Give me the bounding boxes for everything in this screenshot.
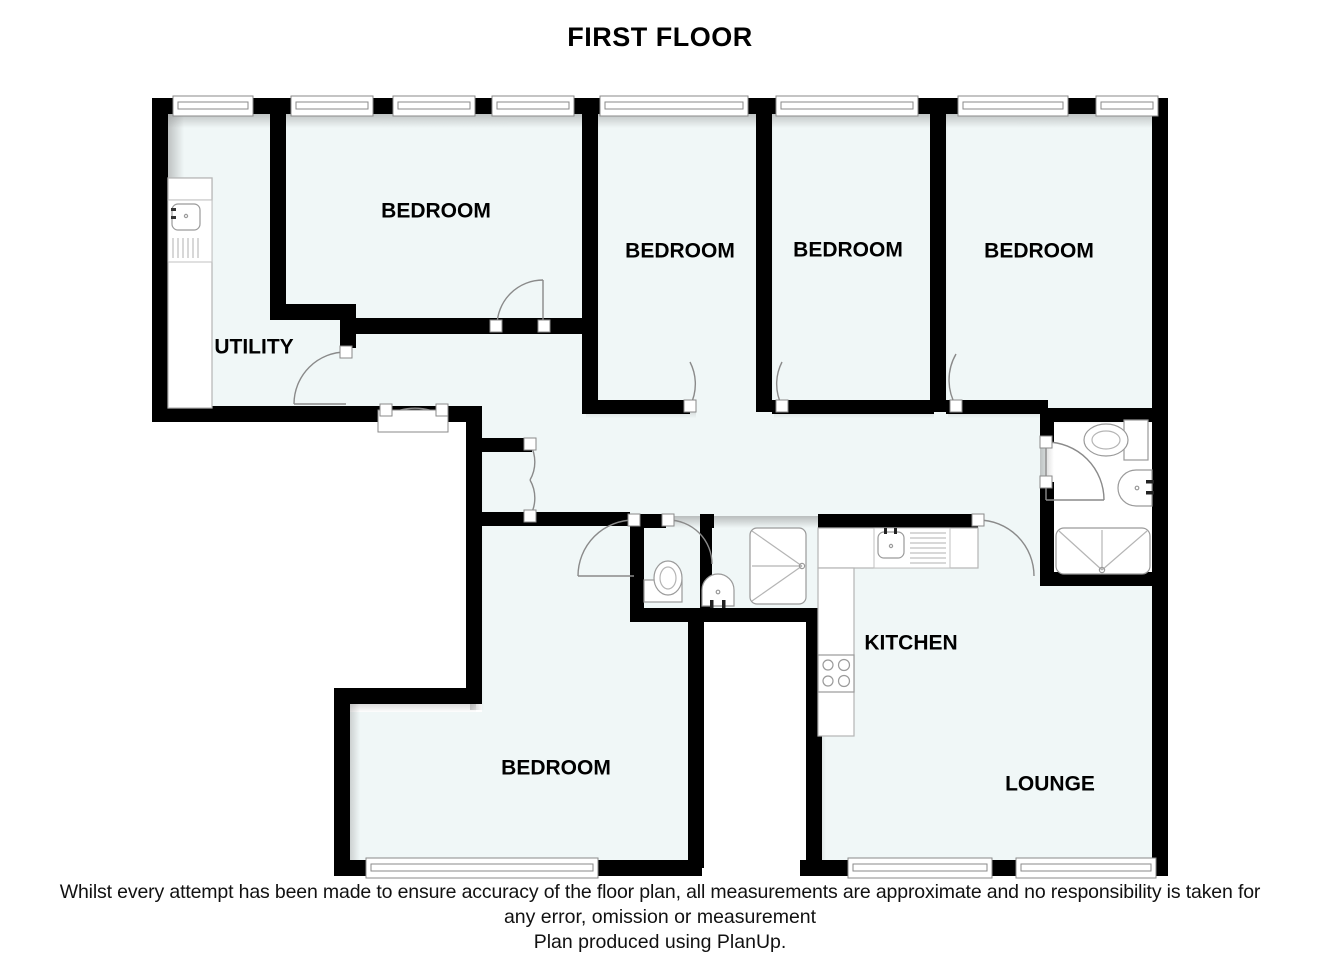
void-stair-shaft [700, 618, 815, 876]
wall-exterior-right [1152, 98, 1168, 876]
wall-exterior-lower-left [334, 688, 350, 876]
bathroom-basin [1117, 469, 1154, 507]
room-fills [168, 112, 1152, 868]
disclaimer-line-1: Whilst every attempt has been made to en… [59, 881, 1261, 903]
door-bathroom [1039, 435, 1105, 501]
door-utility [293, 345, 353, 405]
bathroom-toilet [1083, 419, 1149, 461]
room-label-bedroom-top-4: BEDROOM [984, 240, 1094, 263]
page-title: FIRST FLOOR [567, 22, 753, 52]
wall-bedroom3-bedroom4 [930, 106, 946, 412]
wc-shower [749, 527, 807, 605]
kitchen-counter-left [817, 567, 855, 737]
void-left-outside [150, 420, 482, 712]
window [599, 95, 749, 117]
room-label-lounge: LOUNGE [1005, 773, 1095, 796]
wall-bathroom-left-lower [1040, 482, 1054, 586]
kitchen-sink [873, 527, 951, 569]
room-label-bedroom-top-1: BEDROOM [381, 200, 491, 223]
wall-utility-bedroom-vertical [270, 106, 286, 316]
door-bedroom-top-4 [948, 353, 963, 413]
wc-toilet [643, 560, 683, 603]
fixtures [167, 177, 1154, 737]
room-label-utility: UTILITY [214, 336, 293, 359]
window [172, 95, 254, 117]
windows-top [172, 95, 1159, 117]
window [1015, 857, 1157, 879]
window [1095, 95, 1159, 117]
wall-bedroom2-bottom-left [582, 400, 690, 414]
wall-bathroom-top [1040, 408, 1160, 422]
window [392, 95, 476, 117]
bathroom-bathtub [1055, 527, 1151, 575]
window [290, 95, 374, 117]
windows-bottom [365, 857, 1157, 879]
room-label-bedroom-top-2: BEDROOM [625, 240, 735, 263]
window [847, 857, 993, 879]
window [365, 857, 599, 879]
door-kitchen [971, 513, 1035, 577]
wall-bedroom2-bedroom3 [756, 106, 772, 412]
room-labels: BEDROOM UTILITY BEDROOM BEDROOM BEDROOM … [214, 200, 1095, 796]
window [957, 95, 1069, 117]
door-bedroom-top-2 [683, 361, 697, 413]
window [775, 95, 919, 117]
wall-bedroom3-bottom-left [772, 400, 934, 414]
disclaimer-footer: Whilst every attempt has been made to en… [0, 880, 1320, 955]
wall-utility-top-horizontal [270, 304, 356, 320]
wall-step-vertical [466, 408, 482, 704]
door-hall-cupboard [523, 437, 537, 523]
door-bedroom-bottom [577, 513, 641, 577]
wall-bathroom-left-upper [1040, 408, 1054, 442]
utility-sink [167, 199, 213, 263]
wall-cupboard-top [480, 438, 532, 452]
wall-bedroom4-bottom [946, 400, 1048, 414]
void-areas [150, 420, 815, 876]
door-bedroom-top-1 [489, 279, 551, 333]
wall-bedroom1-bedroom2 [582, 106, 598, 412]
wall-bedroom1-bottom [340, 318, 590, 334]
wall-exterior-left-upper [152, 98, 168, 422]
wall-kitchen-top [818, 514, 978, 528]
wall-cupboard-bottom [480, 512, 630, 526]
wall-bathroom-bottom [1040, 572, 1160, 586]
wall-stair-top [688, 608, 818, 622]
room-label-kitchen: KITCHEN [864, 632, 957, 655]
door-bedroom-top-3 [775, 361, 789, 413]
wall-wc-left [630, 514, 644, 622]
disclaimer-line-3: Plan produced using PlanUp. [533, 931, 787, 953]
wall-stair-left [688, 614, 704, 868]
kitchen-hob [817, 654, 855, 693]
door-wc [661, 513, 713, 565]
wall-step-horizontal [334, 688, 482, 704]
room-label-bedroom-top-3: BEDROOM [793, 239, 903, 262]
room-fill-upper-block [168, 112, 1152, 868]
window [491, 95, 575, 117]
disclaimer-line-2: any error, omission or measurement [503, 906, 817, 928]
door-hall-entry [377, 403, 449, 433]
room-label-bedroom-bottom: BEDROOM [501, 757, 611, 780]
doors [293, 279, 1105, 577]
wc-basin [701, 573, 735, 608]
